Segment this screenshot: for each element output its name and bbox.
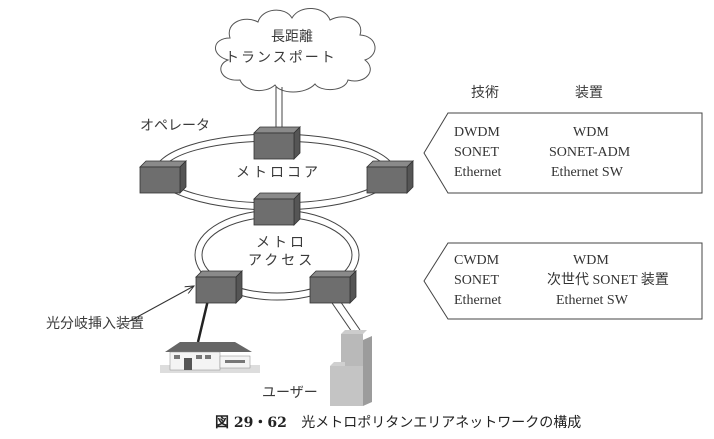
access-row-3-device: Ethernet SW — [556, 293, 628, 308]
access-left-node — [195, 270, 243, 304]
core-right-node — [366, 160, 414, 194]
core-left-node — [139, 160, 187, 194]
office-building-icon — [330, 330, 372, 406]
core-top-node — [253, 126, 301, 160]
core-row-3-device: Ethernet SW — [551, 165, 623, 180]
core-row-2-tech: SONET — [454, 145, 500, 160]
access-tech-panel — [423, 242, 703, 320]
figure-title: 光メトロポリタンエリアネットワークの構成 — [301, 415, 582, 431]
device-column-header: 装置 — [575, 85, 603, 101]
access-row-1-tech: CWDM — [454, 253, 500, 268]
access-row-2-device: 次世代 SONET 装置 — [547, 273, 669, 288]
tech-column-header: 技術 — [471, 85, 499, 101]
core-row-2-device: SONET-ADM — [549, 145, 631, 160]
operator-label: オペレータ — [140, 118, 210, 134]
access-row-1-device: WDM — [573, 253, 609, 268]
oadm-label: 光分岐挿入装置 — [46, 316, 144, 332]
core-row-1-tech: DWDM — [454, 125, 500, 140]
core-tech-panel — [423, 112, 703, 194]
house-icon — [160, 342, 260, 373]
cloud-label-line1: 長距離 — [271, 29, 313, 45]
metro-access-label-line2: アクセス — [248, 253, 316, 269]
metro-core-label: メトロコア — [236, 165, 321, 181]
access-right-node — [309, 270, 357, 304]
long-haul-cloud — [215, 8, 376, 93]
core-bottom-node — [253, 192, 301, 226]
figure-number: 図 29・62 — [215, 415, 287, 431]
core-row-3-tech: Ethernet — [454, 165, 502, 180]
metro-access-label-line1: メトロ — [256, 235, 307, 251]
figure-caption: 図 29・62 光メトロポリタンエリアネットワークの構成 — [215, 412, 581, 432]
user-label: ユーザー — [262, 385, 318, 401]
cloud-label-line2: トランスポート — [225, 50, 337, 66]
core-row-1-device: WDM — [573, 125, 609, 140]
access-row-2-tech: SONET — [454, 273, 500, 288]
access-row-3-tech: Ethernet — [454, 293, 502, 308]
